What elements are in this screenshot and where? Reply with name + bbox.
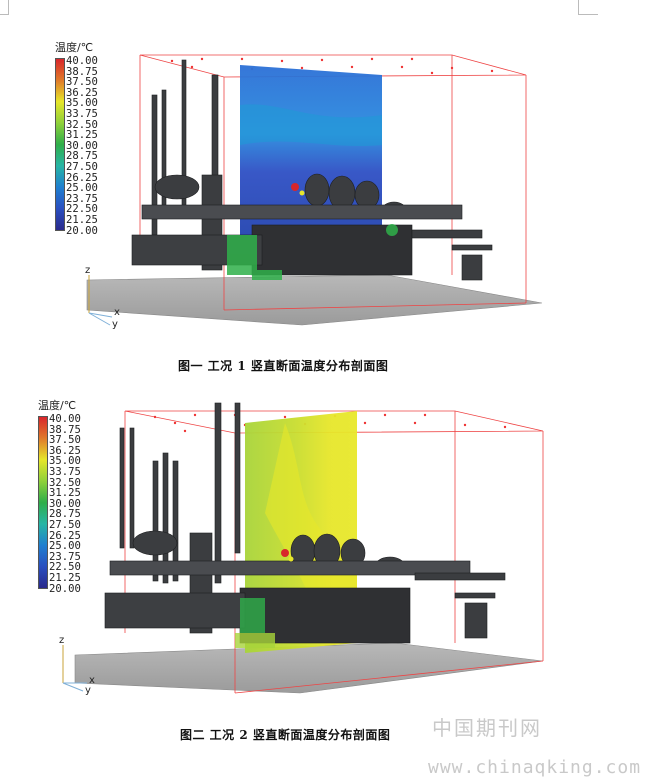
figure1-scene <box>86 54 543 326</box>
tick-label: 26.25 <box>66 171 98 184</box>
tick-label: 33.75 <box>49 465 81 478</box>
tick-label: 31.25 <box>49 487 81 500</box>
figure1-tick-labels: 40.00 38.75 37.50 36.25 35.00 33.75 32.5… <box>66 56 98 236</box>
tick-label: 30.00 <box>49 497 81 510</box>
crop-mark-right <box>578 0 579 14</box>
figure2-axis-x-label: x <box>89 675 95 686</box>
crop-mark-left-h <box>0 14 9 15</box>
tick-label: 20.00 <box>66 224 98 237</box>
tick-label: 22.50 <box>49 561 81 574</box>
figure2-axis-z-label: z <box>59 635 65 646</box>
tick-label: 20.00 <box>49 582 81 595</box>
tick-label: 32.50 <box>66 118 98 131</box>
figure1-axis-y-label: y <box>112 319 118 330</box>
tick-label: 28.75 <box>49 508 81 521</box>
figure1-axis-z-label: z <box>85 265 91 276</box>
figure2-caption: 图二 工况 2 竖直断面温度分布剖面图 <box>180 728 391 742</box>
tick-label: 38.75 <box>49 423 81 436</box>
figure1-image: 温度/℃ 40.00 38.75 37.50 36.25 35.00 33.75… <box>52 35 546 340</box>
tick-label: 21.25 <box>49 571 81 584</box>
tick-label: 25.00 <box>49 540 81 553</box>
figure1-legend-title: 温度/℃ <box>55 41 94 54</box>
crop-mark-right-h <box>578 14 598 15</box>
tick-label: 35.00 <box>66 97 98 110</box>
tick-label: 31.25 <box>66 129 98 142</box>
figure2-legend-title: 温度/℃ <box>38 399 77 412</box>
tick-label: 38.75 <box>66 65 98 78</box>
tick-label: 21.25 <box>66 213 98 226</box>
tick-label: 27.50 <box>66 160 98 173</box>
tick-label: 30.00 <box>66 139 98 152</box>
figure1-caption: 图一 工况 1 竖直断面温度分布剖面图 <box>178 359 389 373</box>
figure1-axis-x-label: x <box>114 307 120 318</box>
tick-label: 37.50 <box>49 434 81 447</box>
watermark-site-name: 中国期刊网 <box>432 716 542 740</box>
figure2-axis-y-label: y <box>85 685 91 696</box>
tick-label: 25.00 <box>66 182 98 195</box>
tick-label: 40.00 <box>49 413 81 425</box>
tick-label: 27.50 <box>49 518 81 531</box>
tick-label: 23.75 <box>49 550 81 563</box>
figure2-tick-labels: 40.00 38.75 37.50 36.25 35.00 33.75 32.5… <box>49 414 81 594</box>
watermark-url: www.chinaqking.com <box>428 757 642 778</box>
tick-label: 23.75 <box>66 192 98 205</box>
tick-label: 40.00 <box>66 55 98 67</box>
figure1-colorbar <box>55 58 65 231</box>
tick-label: 32.50 <box>49 476 81 489</box>
tick-label: 22.50 <box>66 203 98 216</box>
tick-label: 36.25 <box>66 86 98 99</box>
crop-mark-left <box>8 0 9 14</box>
tick-label: 36.25 <box>49 444 81 457</box>
tick-label: 37.50 <box>66 76 98 89</box>
figure2-image: 温度/℃ 40.00 38.75 37.50 36.25 35.00 33.75… <box>35 393 547 698</box>
figure2-scene <box>62 402 544 694</box>
tick-label: 28.75 <box>66 150 98 163</box>
tick-label: 26.25 <box>49 529 81 542</box>
tick-label: 33.75 <box>66 107 98 120</box>
tick-label: 35.00 <box>49 455 81 468</box>
figure2-colorbar <box>38 416 48 589</box>
